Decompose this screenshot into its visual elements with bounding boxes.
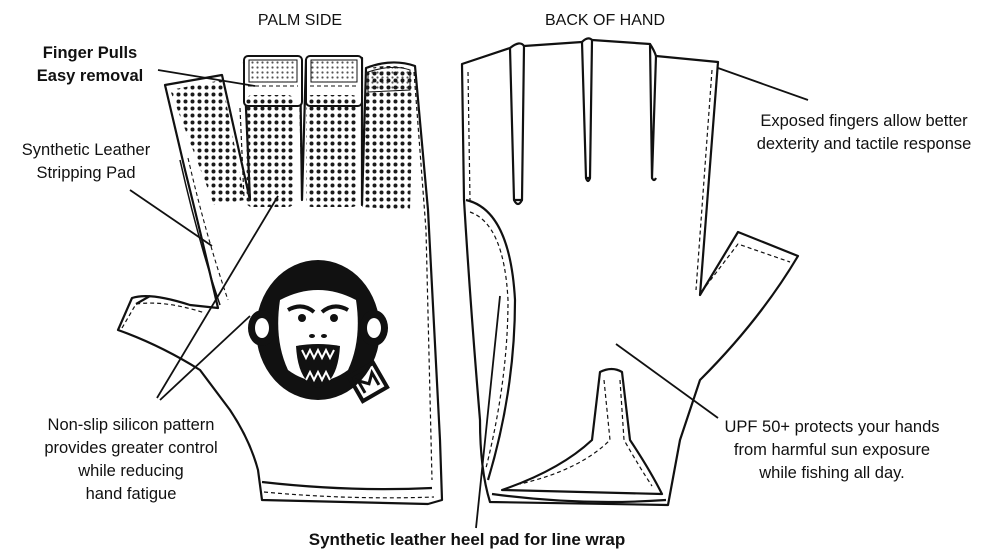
- back-of-hand-heading: BACK OF HAND: [544, 12, 665, 29]
- leader-upf: [615, 343, 719, 419]
- leader-finger-pulls: [157, 69, 256, 87]
- heel-pad-callout: Synthetic leather heel pad for line wrap: [308, 530, 626, 549]
- leader-non-slip-b: [159, 315, 251, 401]
- exposed-fingers-callout: Exposed fingers allow better dexterity a…: [756, 112, 972, 153]
- leader-lines: [129, 67, 809, 529]
- leader-non-slip-a: [156, 195, 279, 399]
- back-glove: [460, 37, 800, 507]
- silicone-dot-pattern: [170, 66, 414, 210]
- upf-callout: UPF 50+ protects your hands from harmful…: [724, 418, 940, 482]
- finger-pulls-callout: Finger Pulls Easy removal: [36, 44, 144, 85]
- leader-exposed-fingers: [717, 67, 809, 101]
- non-slip-callout: Non-slip silicon pattern provides greate…: [44, 416, 218, 503]
- leader-stripping-pad: [129, 189, 213, 247]
- palm-glove: [116, 56, 444, 506]
- palm-side-heading: PALM SIDE: [257, 12, 343, 29]
- leader-heel-pad: [475, 295, 501, 529]
- chimpanzee-logo-icon: [248, 260, 390, 404]
- stripping-pad-callout: Synthetic Leather Stripping Pad: [21, 141, 151, 182]
